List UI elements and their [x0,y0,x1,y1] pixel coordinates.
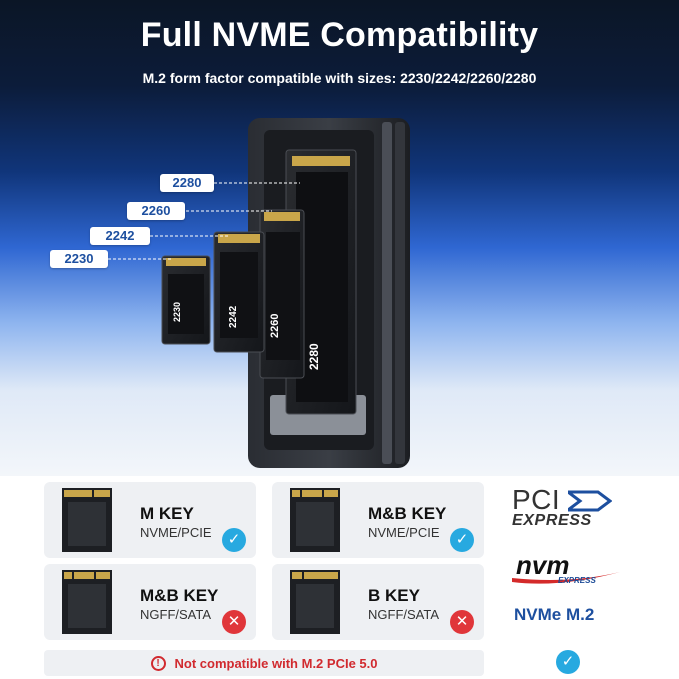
key-subtitle: NGFF/SATA [368,607,440,622]
standards-logos: PCI EXPRESS nvm EXPRESS NVMe M.2 ✓ [500,476,679,679]
ssd-2230: 2230 [161,255,211,345]
pci-express-arrow-icon [568,490,612,512]
check-icon: ✓ [450,528,474,552]
size-label-2230: 2230 [50,250,108,268]
m2-chip-icon [62,488,112,552]
key-subtitle: NVME/PCIE [140,525,212,540]
hero-banner: 2280 2260 2242 2230 [0,0,679,476]
key-title: M KEY [140,504,194,523]
key-card-m-key: M KEY NVME/PCIE ✓ [44,482,256,558]
svg-text:2260: 2260 [269,314,281,338]
m2-chip-icon [62,570,112,634]
m2-chip-icon [290,488,340,552]
check-icon: ✓ [556,650,580,674]
key-subtitle: NGFF/SATA [140,607,212,622]
cross-icon: ✕ [450,610,474,634]
svg-text:2242: 2242 [228,305,239,328]
nvm-swoosh-icon [512,572,620,584]
key-card-mb-key-sata: M&B KEY NGFF/SATA ✕ [44,564,256,640]
key-title: M&B KEY [368,504,447,523]
nvm-logo-text: nvm [516,550,570,580]
pci-logo-text: PCI [512,484,561,515]
key-subtitle: NVME/PCIE [368,525,440,540]
callout-lines [108,182,300,260]
svg-text:2280: 2280 [307,343,321,370]
key-card-b-key: B KEY NGFF/SATA ✕ [272,564,484,640]
ssd-2242: 2242 [213,231,265,353]
check-icon: ✓ [222,528,246,552]
notice-text: Not compatible with M.2 PCIe 5.0 [174,655,378,671]
size-label-2260: 2260 [127,202,185,220]
key-title: M&B KEY [140,586,219,605]
incompatibility-notice: ! Not compatible with M.2 PCIe 5.0 [44,650,484,676]
warning-icon: ! [150,655,166,671]
size-label-2280: 2280 [160,174,214,192]
nvme-m2-label: NVMe M.2 [514,605,595,624]
key-card-mb-key-nvme: M&B KEY NVME/PCIE ✓ [272,482,484,558]
ssd-2260: 2260 [259,209,305,379]
compatibility-panel: M KEY NVME/PCIE ✓ M&B KEY NVME/PCIE ✓ M&… [0,476,679,679]
svg-text:2230: 2230 [172,302,182,322]
enclosure-illustration: 2280 2260 2242 2230 [108,118,410,468]
m2-chip-icon [290,570,340,634]
page-subtitle: M.2 form factor compatible with sizes: 2… [142,70,537,86]
cross-icon: ✕ [222,610,246,634]
key-title: B KEY [368,586,420,605]
pci-express-text: EXPRESS [512,512,592,529]
size-label-2242: 2242 [90,227,150,245]
page-title: Full NVME Compatibility [140,16,539,54]
nvm-express-text: EXPRESS [558,576,596,585]
